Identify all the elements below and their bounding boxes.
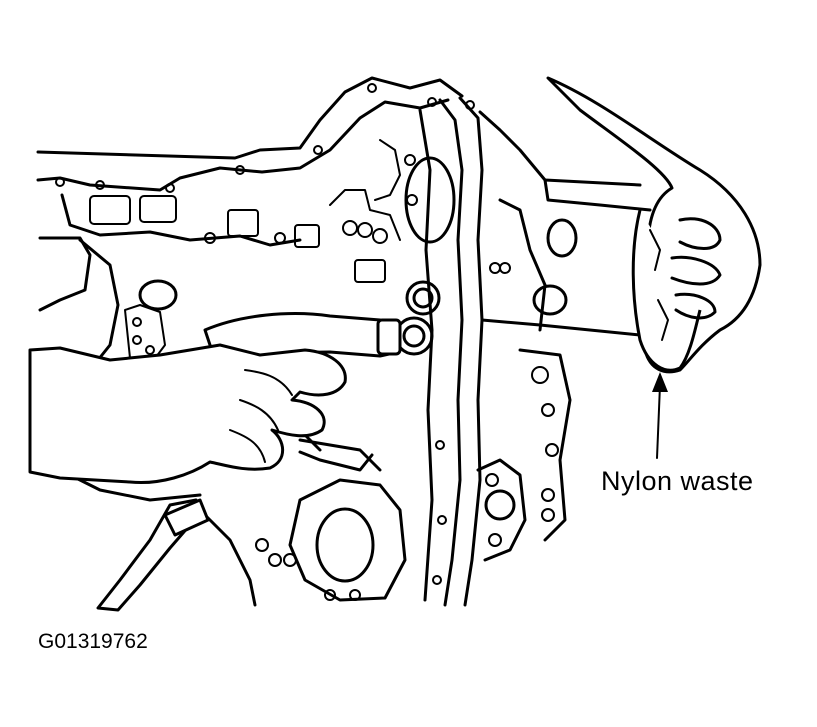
- hand-with-nylon-waste: [546, 76, 762, 374]
- callout-leader-arrow: [652, 372, 668, 459]
- figure-id: G01319762: [38, 630, 148, 653]
- hand-with-air-nozzle: [28, 312, 402, 612]
- nylon-waste-label: Nylon waste: [601, 466, 754, 496]
